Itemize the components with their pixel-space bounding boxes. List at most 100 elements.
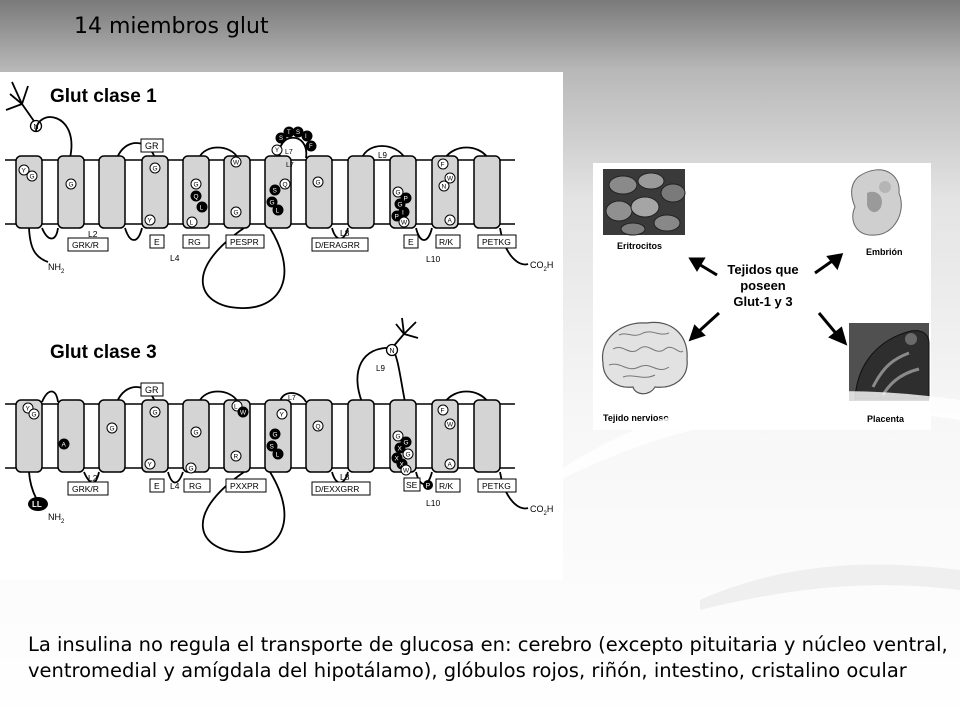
glycan-tree-icon — [391, 317, 419, 349]
glut-class-3-diagram: Glut clase 3 N L9 — [5, 317, 553, 553]
helix-9 — [347, 155, 375, 229]
loop-1 — [35, 116, 73, 159]
svg-text:Q: Q — [194, 194, 199, 201]
svg-text:W: W — [447, 422, 454, 429]
svg-text:L: L — [276, 452, 280, 459]
svg-text:L4: L4 — [170, 481, 180, 491]
helix-3 — [98, 155, 126, 229]
n-terminal-tail — [28, 227, 49, 263]
loop-central — [201, 471, 286, 553]
svg-text:Y: Y — [275, 148, 279, 154]
loop-9 — [356, 347, 406, 403]
class-1-title: Glut clase 1 — [50, 86, 157, 107]
loop-1 — [41, 390, 59, 403]
loop-4 — [124, 227, 143, 241]
helix-2 — [57, 155, 85, 229]
svg-text:G: G — [270, 200, 275, 207]
ll-motif — [28, 497, 48, 511]
svg-text:Q: Q — [316, 424, 321, 431]
svg-text:G: G — [153, 166, 158, 173]
svg-text:W: W — [403, 468, 410, 475]
svg-text:Y: Y — [148, 462, 153, 469]
svg-text:G: G — [30, 174, 35, 181]
svg-text:SE: SE — [406, 480, 418, 490]
svg-text:E: E — [154, 481, 160, 491]
loop-11 — [444, 146, 489, 159]
svg-text:G: G — [110, 426, 115, 433]
svg-text:S: S — [273, 188, 278, 195]
svg-text:PETKG: PETKG — [482, 481, 511, 491]
svg-text:L10: L10 — [426, 498, 440, 508]
svg-text:L4: L4 — [170, 253, 180, 263]
class-3-title: Glut clase 3 — [50, 342, 157, 363]
loop-3 — [116, 386, 156, 403]
arrow-head-icon — [826, 253, 844, 271]
svg-text:L8: L8 — [340, 228, 350, 238]
svg-text:L: L — [276, 208, 280, 215]
svg-text:Y: Y — [148, 218, 153, 225]
helix-12 — [473, 155, 501, 229]
svg-text:L8: L8 — [340, 472, 350, 482]
placenta-image — [849, 323, 930, 401]
loop-label: GR — [145, 385, 159, 395]
helix-residues: Y G G G Y G Q L L W G S G L Q G G P G I … — [18, 156, 456, 228]
svg-text:GRK/R: GRK/R — [72, 240, 99, 250]
helix-4 — [141, 155, 169, 229]
svg-text:I: I — [305, 134, 307, 140]
svg-text:GRK/R: GRK/R — [72, 484, 99, 494]
svg-text:Glut-1 y 3: Glut-1 y 3 — [733, 294, 792, 309]
loop-4 — [167, 471, 184, 484]
svg-text:L: L — [234, 404, 238, 411]
svg-text:G: G — [194, 182, 199, 189]
loop-9 — [361, 145, 406, 159]
svg-text:Y: Y — [26, 406, 31, 413]
svg-text:R/K: R/K — [439, 481, 454, 491]
transmembrane-helices — [15, 155, 501, 229]
caption-text: La insulina no regula el transporte de g… — [28, 633, 948, 682]
svg-text:G: G — [396, 190, 401, 197]
residue-circle — [385, 343, 399, 357]
svg-text:W: W — [401, 220, 408, 227]
bottom-loop-labels: L2 GRK/R E L4 RG PESPR L8 D/ERAGRR E R/K… — [67, 228, 517, 264]
center-label: Tejidos que poseen Glut-1 y 3 — [727, 262, 798, 309]
loop-2 — [41, 227, 59, 240]
slide-title: 14 miembros glut — [74, 14, 269, 39]
svg-text:G: G — [404, 440, 409, 447]
svg-text:S: S — [270, 444, 275, 451]
l7-bead-string: S T S I F Y L7 — [271, 126, 317, 156]
svg-text:A: A — [448, 462, 453, 469]
loop-10 — [415, 227, 433, 241]
loop-label: L9 — [378, 151, 387, 160]
svg-text:D/EXXGRR: D/EXXGRR — [315, 484, 359, 494]
tissue-label-placenta: Placenta — [867, 414, 905, 424]
tissue-label-nervous-tissue: Tejido nervioso — [603, 413, 669, 423]
tissues-panel: Eritrocitos Embrión Tejidos que poseen G… — [593, 163, 931, 430]
helix-6 — [223, 155, 251, 229]
svg-text:R/K: R/K — [439, 237, 454, 247]
glut-class-1-diagram: Glut clase 1 N — [5, 81, 553, 309]
loop-central — [201, 227, 286, 309]
svg-text:G: G — [406, 452, 411, 459]
embryo-image — [851, 169, 902, 236]
svg-text:L2: L2 — [88, 229, 98, 239]
arrows — [688, 253, 848, 346]
helix-residues: Y G A G G G Y G L W R G S L Y Q G G X G … — [22, 400, 456, 476]
svg-text:F: F — [441, 408, 445, 415]
svg-text:G: G — [69, 182, 74, 189]
svg-text:PXXPR: PXXPR — [230, 481, 259, 491]
glycan-tree-icon — [5, 81, 37, 125]
svg-text:G: G — [316, 180, 321, 187]
loop-11 — [444, 390, 489, 403]
svg-text:W: W — [240, 410, 247, 417]
svg-text:S: S — [296, 130, 300, 136]
svg-text:G: G — [398, 202, 403, 209]
glut-topology-panel: Glut clase 1 N — [0, 72, 563, 580]
svg-text:G: G — [32, 412, 37, 419]
svg-text:L: L — [200, 205, 204, 212]
loop-label: GR — [145, 141, 159, 151]
helix-8 — [305, 155, 333, 229]
svg-text:F: F — [441, 162, 445, 169]
svg-text:G: G — [273, 432, 278, 439]
svg-text:L7: L7 — [285, 149, 293, 156]
svg-text:L10: L10 — [426, 254, 440, 264]
